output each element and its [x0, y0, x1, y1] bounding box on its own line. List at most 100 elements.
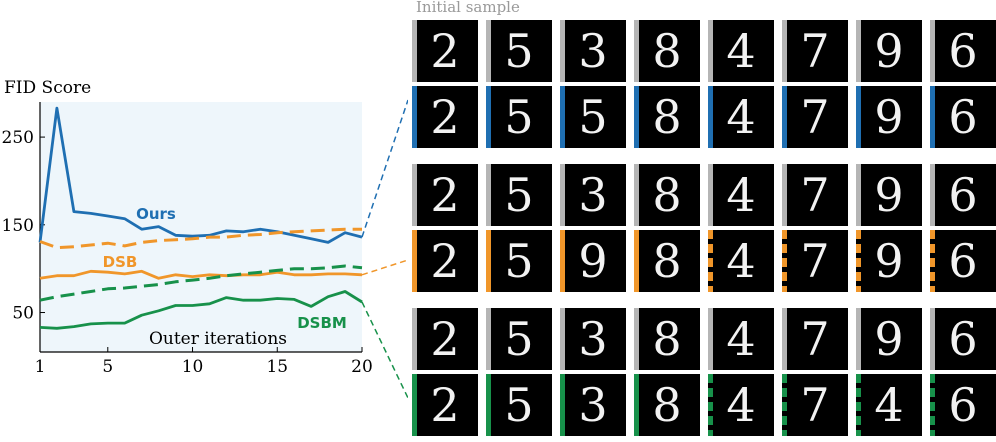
- digit-glyph: 6: [948, 378, 978, 432]
- digit-glyph: 8: [652, 312, 682, 366]
- digit-sample: 6: [930, 20, 996, 82]
- digit-sample: 7: [782, 20, 848, 82]
- digit-sample: 5: [486, 230, 552, 292]
- digit-sample: 5: [486, 20, 552, 82]
- method-color-bar: [412, 164, 417, 226]
- digit-sample: 2: [412, 374, 478, 436]
- plot-background: [40, 102, 362, 352]
- y-axis-label: FID Score: [4, 78, 91, 98]
- digit-glyph: 9: [874, 90, 904, 144]
- digit-glyph: 4: [726, 90, 756, 144]
- digit-glyph: 6: [948, 168, 978, 222]
- digit-glyph: 7: [800, 168, 830, 222]
- digit-sample: 5: [560, 86, 626, 148]
- digit-glyph: 2: [430, 24, 460, 78]
- digit-sample: 5: [486, 308, 552, 370]
- digit-sample: 2: [412, 86, 478, 148]
- connector-line: [361, 259, 408, 276]
- method-color-bar: [634, 86, 639, 148]
- digit-glyph: 9: [874, 312, 904, 366]
- digit-glyph: 6: [948, 312, 978, 366]
- digit-sample: 5: [486, 164, 552, 226]
- digit-sample: 2: [412, 164, 478, 226]
- digit-glyph: 7: [800, 90, 830, 144]
- method-color-bar: [782, 20, 787, 82]
- digit-glyph: 8: [652, 24, 682, 78]
- x-tick-label: 10: [182, 357, 204, 377]
- digit-sample: 4: [856, 374, 922, 436]
- method-color-bar: [930, 20, 935, 82]
- digit-glyph: 9: [874, 234, 904, 288]
- x-tick-label: 20: [351, 357, 373, 377]
- x-tick-label: 5: [102, 357, 113, 377]
- method-color-bar: [708, 374, 713, 436]
- digit-sample: 8: [634, 374, 700, 436]
- method-color-bar: [412, 86, 417, 148]
- digit-glyph: 2: [430, 90, 460, 144]
- digit-sample: 9: [856, 230, 922, 292]
- y-tick-label: 50: [12, 304, 34, 324]
- y-tick-label: 150: [2, 216, 34, 236]
- digit-glyph: 7: [800, 312, 830, 366]
- digit-sample: 7: [782, 164, 848, 226]
- x-axis-label: Outer iterations: [149, 329, 287, 349]
- digit-glyph: 6: [948, 234, 978, 288]
- method-color-bar: [412, 374, 417, 436]
- method-color-bar: [486, 20, 491, 82]
- digit-glyph: 4: [726, 24, 756, 78]
- digit-glyph: 7: [800, 24, 830, 78]
- series-line-dashed-3: [39, 264, 363, 302]
- method-color-bar: [486, 230, 491, 292]
- method-color-bar: [856, 164, 861, 226]
- digit-glyph: 2: [430, 234, 460, 288]
- digit-sample: 6: [930, 374, 996, 436]
- method-color-bar: [782, 86, 787, 148]
- digit-glyph: 9: [578, 234, 608, 288]
- method-color-bar: [782, 164, 787, 226]
- method-color-bar: [930, 374, 935, 436]
- digit-sample: 3: [560, 308, 626, 370]
- digit-glyph: 2: [430, 312, 460, 366]
- x-tick-label: 1: [35, 357, 46, 377]
- digit-glyph: 6: [948, 24, 978, 78]
- digit-glyph: 5: [504, 168, 534, 222]
- digit-sample: 4: [708, 20, 774, 82]
- digit-sample: 4: [708, 164, 774, 226]
- digit-glyph: 4: [726, 168, 756, 222]
- digit-sample: 6: [930, 308, 996, 370]
- digit-glyph: 3: [578, 168, 608, 222]
- digit-glyph: 8: [652, 168, 682, 222]
- digit-sample: 6: [930, 164, 996, 226]
- method-color-bar: [708, 20, 713, 82]
- series-line-dsb: [39, 269, 363, 280]
- method-color-bar: [412, 230, 417, 292]
- digit-sample: 8: [634, 230, 700, 292]
- digit-sample: 9: [856, 20, 922, 82]
- digit-sample: 8: [634, 308, 700, 370]
- digit-glyph: 5: [504, 90, 534, 144]
- digit-glyph: 8: [652, 234, 682, 288]
- digit-glyph: 4: [726, 234, 756, 288]
- method-color-bar: [856, 374, 861, 436]
- digit-sample: 4: [708, 86, 774, 148]
- method-color-bar: [708, 230, 713, 292]
- series-label-dsbm: DSBM: [297, 314, 347, 332]
- digit-glyph: 4: [726, 312, 756, 366]
- series-line-dashed-1: [39, 227, 362, 250]
- digit-sample: 6: [930, 230, 996, 292]
- digit-glyph: 2: [430, 378, 460, 432]
- connector-line: [361, 99, 408, 238]
- digit-sample: 2: [412, 308, 478, 370]
- digit-sample: 6: [930, 86, 996, 148]
- digit-glyph: 5: [578, 90, 608, 144]
- digit-glyph: 3: [578, 312, 608, 366]
- method-color-bar: [708, 164, 713, 226]
- method-color-bar: [856, 86, 861, 148]
- method-color-bar: [486, 374, 491, 436]
- method-color-bar: [634, 308, 639, 370]
